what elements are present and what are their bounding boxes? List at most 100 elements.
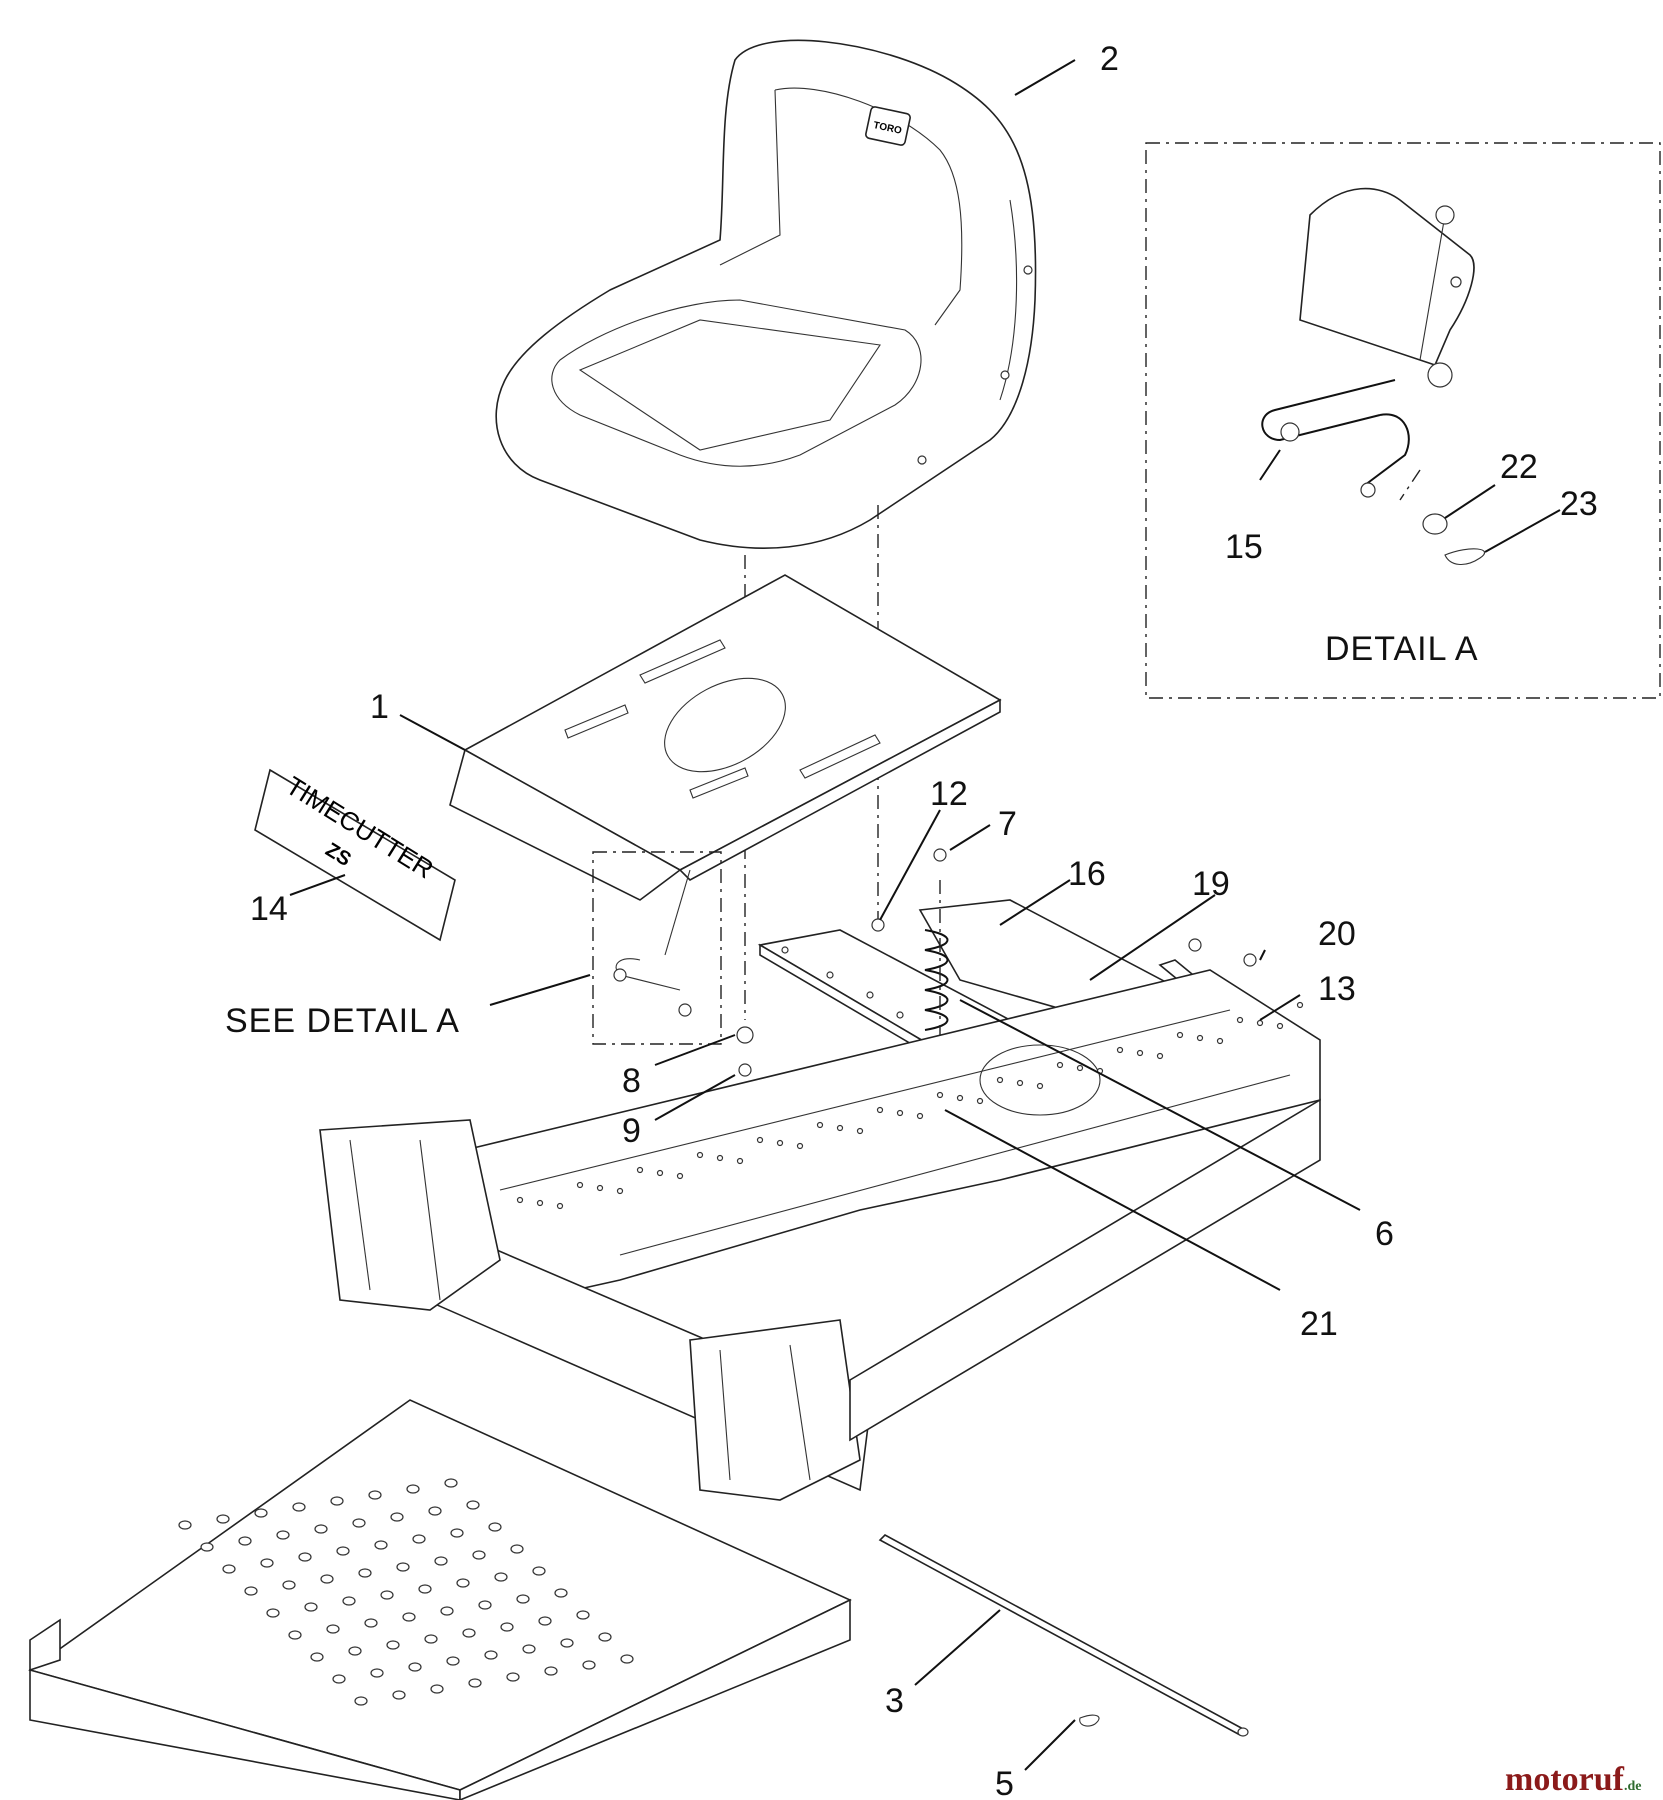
- frame-hole: [856, 1127, 864, 1135]
- footrest-hole: [506, 1672, 520, 1682]
- footrest-hole: [522, 1644, 536, 1654]
- footrest-hole: [216, 1514, 230, 1524]
- footrest-hole: [478, 1600, 492, 1610]
- seat-part: TORO: [495, 39, 1037, 549]
- footrest-hole: [254, 1508, 268, 1518]
- footrest-hole: [430, 1684, 444, 1694]
- frame-hole: [816, 1121, 824, 1129]
- frame-hole: [876, 1106, 884, 1114]
- callout-13: 13: [1318, 970, 1356, 1008]
- frame-hole: [1256, 1019, 1264, 1027]
- frame-hole: [636, 1166, 644, 1174]
- footrest-hole: [450, 1528, 464, 1538]
- footrest-hole: [326, 1624, 340, 1634]
- frame-hole: [1016, 1079, 1024, 1087]
- footrest-hole: [260, 1558, 274, 1568]
- footrest-hole: [292, 1502, 306, 1512]
- callout-22: 22: [1500, 448, 1538, 486]
- footrest-hole: [304, 1602, 318, 1612]
- frame-hole: [616, 1187, 624, 1195]
- callout-6: 6: [1375, 1215, 1394, 1253]
- watermark-main: motoruf: [1505, 1761, 1625, 1798]
- callout-9: 9: [622, 1112, 641, 1150]
- detail-a-drawing: [1261, 187, 1486, 565]
- frame-hole: [1056, 1061, 1064, 1069]
- detail-a-box: [1145, 142, 1661, 699]
- watermark-suffix: .de: [1624, 1779, 1642, 1794]
- footrest-hole: [298, 1552, 312, 1562]
- footrest-hole: [598, 1632, 612, 1642]
- callout-15: 15: [1225, 528, 1263, 566]
- frame-hole: [536, 1199, 544, 1207]
- frame-hole: [516, 1196, 524, 1204]
- footrest-hole: [532, 1566, 546, 1576]
- footrest-hole: [342, 1596, 356, 1606]
- footrest-hole: [446, 1656, 460, 1666]
- footrest-hole: [364, 1618, 378, 1628]
- footrest-hole: [396, 1562, 410, 1572]
- footrest-hole: [440, 1606, 454, 1616]
- footrest-hole: [380, 1590, 394, 1600]
- frame-hole: [576, 1181, 584, 1189]
- footrest-hole: [200, 1542, 214, 1552]
- footrest-hole: [222, 1564, 236, 1574]
- footrest-hole: [576, 1610, 590, 1620]
- seat-logo-plate: [865, 106, 911, 146]
- footrest-hole: [538, 1616, 552, 1626]
- footrest-hole: [434, 1556, 448, 1566]
- frame-hole: [1196, 1034, 1204, 1042]
- hairpin-5: [1079, 1714, 1100, 1727]
- washer-22: [1422, 513, 1448, 535]
- callout-23: 23: [1560, 485, 1598, 523]
- callout-16: 16: [1068, 855, 1106, 893]
- footrest-hole: [314, 1524, 328, 1534]
- frame-hole: [716, 1154, 724, 1162]
- frame-hole: [1116, 1046, 1124, 1054]
- callout-14: 14: [250, 890, 288, 928]
- footrest-hole: [392, 1690, 406, 1700]
- frame-hole: [736, 1157, 744, 1165]
- footrest-hole: [370, 1668, 384, 1678]
- footrest-hole: [354, 1696, 368, 1706]
- footrest-hole: [456, 1578, 470, 1588]
- footrest-hole: [582, 1660, 596, 1670]
- callout-19: 19: [1192, 865, 1230, 903]
- frame-hole: [696, 1151, 704, 1159]
- footrest-hole: [466, 1500, 480, 1510]
- footrest-holes: [178, 1478, 634, 1706]
- callout-20: 20: [1318, 915, 1356, 953]
- nut-12: [871, 918, 885, 932]
- leader-lines: [289, 59, 1561, 1771]
- footrest-hole: [484, 1650, 498, 1660]
- callout-7: 7: [998, 805, 1017, 843]
- footrest-hole: [282, 1580, 296, 1590]
- footrest-hole: [348, 1646, 362, 1656]
- frame-hole: [896, 1109, 904, 1117]
- washer-8: [736, 1026, 754, 1044]
- footrest-hole: [310, 1652, 324, 1662]
- footrest-hole: [266, 1608, 280, 1618]
- seat-latch-small: [613, 869, 692, 1017]
- footrest-hole: [462, 1628, 476, 1638]
- callout-3: 3: [885, 1682, 904, 1720]
- callout-2: 2: [1100, 40, 1119, 78]
- frame-hole: [1296, 1001, 1304, 1009]
- frame-hole: [756, 1136, 764, 1144]
- footrest-hole: [472, 1550, 486, 1560]
- shaft-part: [878, 1534, 1249, 1737]
- detail-a-locator-box: [592, 851, 722, 1045]
- footrest-hole: [336, 1546, 350, 1556]
- footrest-hole: [244, 1586, 258, 1596]
- frame-hole: [936, 1091, 944, 1099]
- frame-hole: [996, 1076, 1004, 1084]
- mower-frame: [28, 969, 1321, 1800]
- frame-hole: [1216, 1037, 1224, 1045]
- footrest-hole: [560, 1638, 574, 1648]
- frame-hole: [1036, 1082, 1044, 1090]
- watermark-text: motoruf.de: [1505, 1761, 1641, 1798]
- frame-hole: [556, 1202, 564, 1210]
- footrest-hole: [544, 1666, 558, 1676]
- detail-a-title: DETAIL A: [1325, 630, 1479, 668]
- footrest-hole: [276, 1530, 290, 1540]
